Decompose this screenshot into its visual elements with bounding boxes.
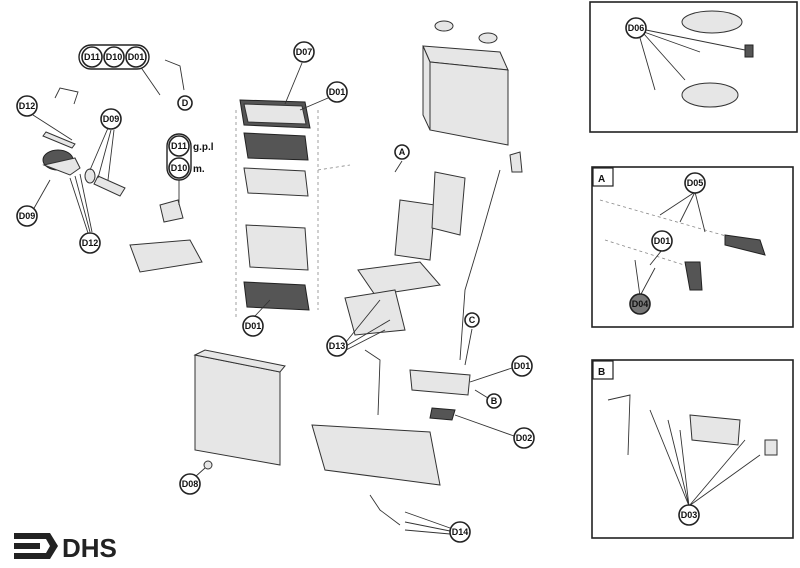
svg-text:D01: D01 <box>245 321 262 331</box>
callout-d10-methane: D10 <box>168 157 190 179</box>
svg-text:DHS: DHS <box>62 533 117 563</box>
detail-panel-a: A D05 D01 D04 <box>591 166 794 328</box>
callout-d13: D13 <box>326 335 348 357</box>
gas-type-gpl: g.p.l <box>193 142 214 153</box>
callout-d07: D07 <box>293 41 315 63</box>
callout-a: A <box>394 144 410 160</box>
svg-text:D01: D01 <box>514 361 531 371</box>
callout-d04: D04 <box>632 299 649 309</box>
svg-text:D09: D09 <box>19 211 36 221</box>
svg-text:A: A <box>399 147 406 157</box>
svg-text:D13: D13 <box>329 341 346 351</box>
callout-d11-gpl: D11 <box>168 135 190 157</box>
callout-d09: D09 <box>100 108 122 130</box>
svg-text:B: B <box>491 396 498 406</box>
callout-d14: D14 <box>449 521 471 543</box>
svg-text:D01: D01 <box>128 52 145 62</box>
parts-drawing <box>42 20 523 526</box>
svg-text:D08: D08 <box>182 479 199 489</box>
panel-b-title: B <box>598 367 605 378</box>
callout-d: D <box>177 95 193 111</box>
callout-d01: D01 <box>242 315 264 337</box>
svg-text:D10: D10 <box>171 163 188 173</box>
callout-d03: D03 <box>681 510 698 520</box>
panel-a-title: A <box>598 174 605 185</box>
detail-panel-top: D06 <box>589 1 798 133</box>
svg-text:D14: D14 <box>452 527 469 537</box>
svg-text:D07: D07 <box>296 47 313 57</box>
callout-d01: D01 <box>511 355 533 377</box>
callout-d05: D05 <box>687 178 704 188</box>
svg-text:D11: D11 <box>84 52 100 62</box>
callout-c: C <box>464 312 480 328</box>
callout-d09: D09 <box>16 205 38 227</box>
callout-d12: D12 <box>16 95 38 117</box>
callout-d12: D12 <box>79 232 101 254</box>
callout-b: B <box>486 393 502 409</box>
svg-text:D10: D10 <box>106 52 123 62</box>
dhs-logo: DHS <box>14 533 117 563</box>
callout-d11: D11 <box>81 46 103 68</box>
callout-d08: D08 <box>179 473 201 495</box>
svg-text:D12: D12 <box>19 101 36 111</box>
leader-lines <box>32 62 515 535</box>
callout-d01: D01 <box>125 46 147 68</box>
svg-text:D11: D11 <box>171 141 187 151</box>
callout-d02: D02 <box>513 427 535 449</box>
gas-type-methane: m. <box>193 164 205 175</box>
callout-d01: D01 <box>326 81 348 103</box>
svg-text:D02: D02 <box>516 433 533 443</box>
callout-d06: D06 <box>628 23 645 33</box>
svg-text:D01: D01 <box>329 87 346 97</box>
detail-panel-b: B D03 <box>591 359 794 539</box>
callout-d01: D01 <box>654 236 671 246</box>
svg-text:C: C <box>469 315 476 325</box>
callout-d10: D10 <box>103 46 125 68</box>
svg-text:D09: D09 <box>103 114 120 124</box>
svg-text:D: D <box>182 98 189 108</box>
svg-text:D12: D12 <box>82 238 99 248</box>
